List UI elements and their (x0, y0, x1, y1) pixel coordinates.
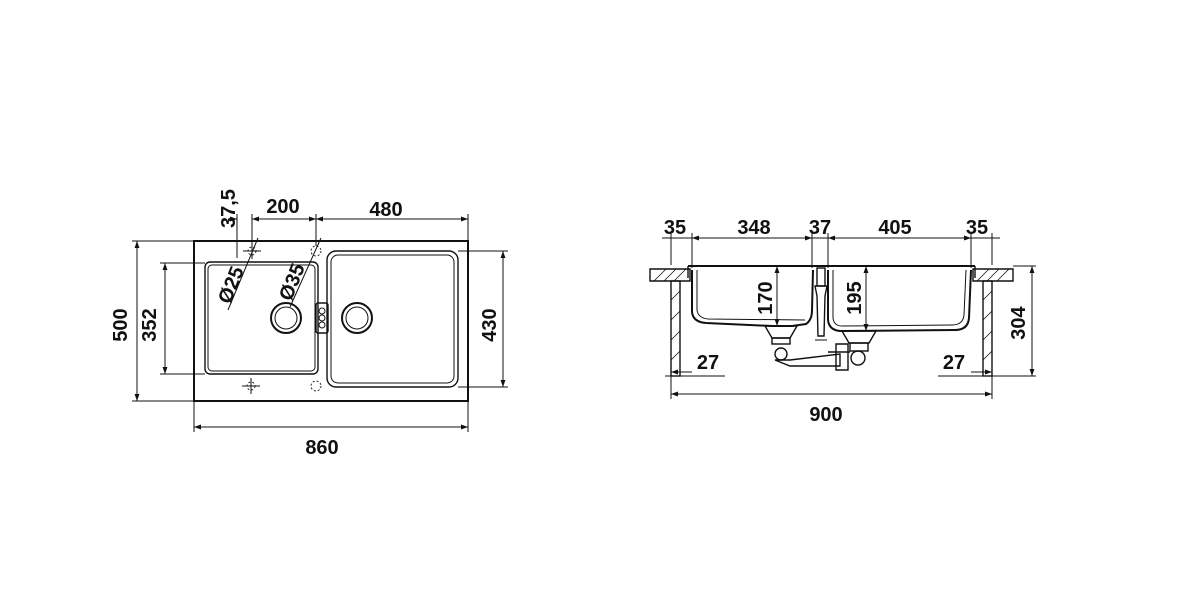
left-drain-assembly (763, 325, 841, 367)
dim-right-bowl-depth: 195 (844, 281, 866, 314)
overflow-slot (315, 302, 329, 334)
main-bowl (326, 250, 459, 388)
dim-divider-width: 37 (809, 217, 831, 239)
dim-total-height: 304 (1008, 305, 1030, 339)
small-bowl-drain (270, 302, 302, 334)
dim-left-bowl-depth: 170 (755, 281, 777, 314)
dim-right-wall: 27 (943, 352, 965, 374)
dim-overall-width: 860 (305, 437, 338, 459)
dim-right-bowl-width: 405 (878, 217, 911, 239)
dim-overall-width-side: 900 (809, 404, 842, 426)
sink-outline (193, 240, 469, 402)
dim-main-bowl-width: 480 (369, 199, 402, 221)
dim-right-flange: 35 (966, 217, 988, 239)
left-bowl-profile (691, 269, 814, 327)
countertop-left (649, 268, 691, 282)
label-tap-hole-large: Ø35 (275, 261, 310, 304)
countertop-right (972, 268, 1014, 282)
top-view: 37,5 200 480 860 500 352 430 Ø25 Ø35 (110, 189, 508, 459)
right-drain-assembly (828, 330, 878, 371)
dim-edge-offset: 37,5 (218, 189, 240, 228)
dim-small-bowl-width: 200 (266, 196, 299, 218)
dim-small-bowl-depth: 352 (139, 308, 161, 341)
tap-hole-large (310, 245, 322, 257)
tap-hole-bottom-right (310, 380, 322, 392)
dim-left-flange: 35 (664, 217, 686, 239)
dim-left-wall: 27 (697, 352, 719, 374)
small-bowl (204, 261, 319, 375)
dim-main-bowl-depth: 430 (479, 308, 501, 341)
dim-left-bowl-width: 348 (737, 217, 770, 239)
right-bowl-profile (827, 269, 972, 333)
side-view: 35 348 37 405 35 170 195 304 27 27 900 (649, 217, 1036, 426)
label-tap-hole-small: Ø25 (214, 264, 249, 307)
main-bowl-drain (341, 302, 373, 334)
dim-overall-depth: 500 (110, 308, 132, 341)
overflow-pipe (816, 267, 826, 287)
